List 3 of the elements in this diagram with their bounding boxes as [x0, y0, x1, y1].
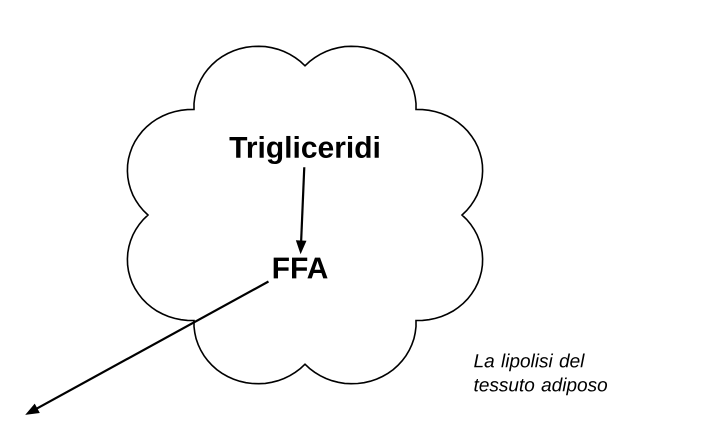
- node-label: FFA: [274, 258, 328, 278]
- node-label: Trigliceridi: [229, 136, 379, 164]
- node-label: La lipolisi del tessuto adiposo: [474, 354, 608, 396]
